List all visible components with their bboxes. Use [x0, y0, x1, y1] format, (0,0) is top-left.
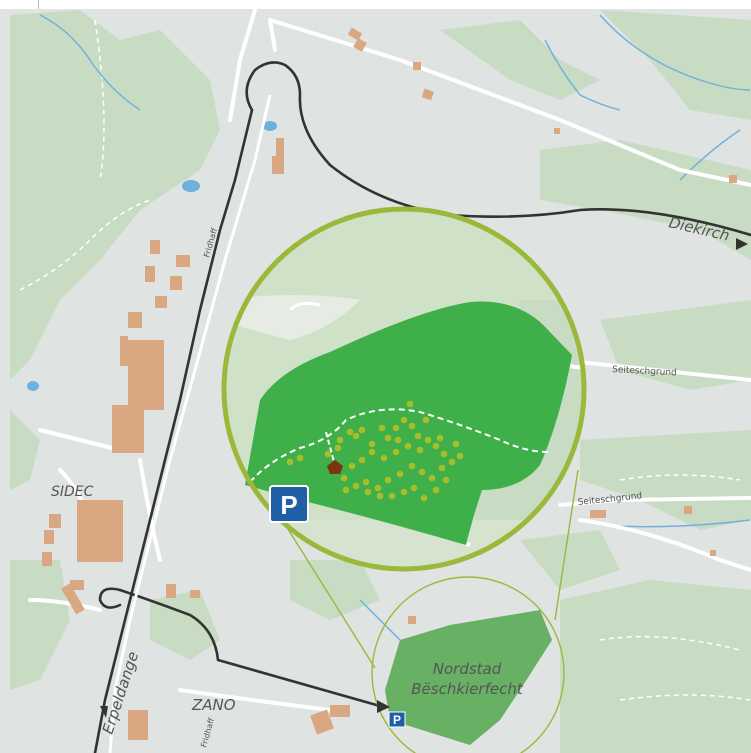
tree-dot: [400, 416, 408, 424]
tree-dot: [416, 446, 424, 454]
tree-dot: [396, 470, 404, 478]
tree-dot: [422, 416, 430, 424]
zoom-connectors: [275, 469, 579, 669]
side-road: [108, 94, 272, 753]
tree-dot: [362, 478, 370, 486]
cemetery-overview: [371, 576, 565, 753]
zoom-ring: [221, 206, 587, 572]
parking-sign-small[interactable]: P: [388, 711, 406, 728]
cemetery-path: [249, 408, 551, 483]
label-zano: ZANO: [191, 696, 236, 714]
arrow-icon: [100, 238, 748, 718]
tree-dot: [408, 422, 416, 430]
tree-dot: [442, 476, 450, 484]
tree-dot: [286, 458, 294, 466]
tree-dot: [384, 476, 392, 484]
tree-dot: [336, 436, 344, 444]
label-sidec: SIDEC: [51, 484, 94, 500]
label-seiteschgrund-upper: Seiteschgrund: [612, 365, 677, 378]
tree-dot: [324, 450, 332, 458]
buildings: [42, 27, 737, 740]
tree-dot: [392, 424, 400, 432]
top-bar: [0, 0, 751, 9]
memorial-icon: [327, 460, 343, 474]
tree-dot: [342, 486, 350, 494]
cemetery-spur: [325, 431, 335, 463]
tree-dot: [410, 484, 418, 492]
tree-dot: [418, 468, 426, 476]
tree-dot: [394, 436, 402, 444]
tree-dot: [420, 494, 428, 502]
overview-ring: [371, 576, 565, 753]
tree-dot: [358, 456, 366, 464]
tree-dots: [286, 400, 464, 502]
tree-dot: [368, 448, 376, 456]
tree-dot: [404, 442, 412, 450]
cemetery-area: [245, 301, 572, 545]
tree-dot: [358, 426, 366, 434]
forest-paths: [19, 19, 751, 701]
tree-dot: [374, 484, 382, 492]
parking-icon-small: P: [393, 713, 401, 727]
tree-dot: [380, 454, 388, 462]
parking-sign-large[interactable]: P: [269, 485, 309, 523]
tree-dot: [352, 482, 360, 490]
tree-dot: [392, 448, 400, 456]
tree-dot: [408, 462, 416, 470]
tree-dot: [378, 424, 386, 432]
tree-dot: [438, 464, 446, 472]
tree-dot: [346, 428, 354, 436]
tree-dot: [432, 486, 440, 494]
tree-dot: [296, 454, 304, 462]
parking-icon: P: [280, 490, 297, 520]
tree-dot: [364, 488, 372, 496]
tree-dot: [414, 432, 422, 440]
ponds: [27, 121, 277, 391]
tree-dot: [352, 432, 360, 440]
label-beschkierfecht: Bëschkierfecht: [411, 680, 524, 698]
tree-dot: [348, 462, 356, 470]
tree-dot: [456, 452, 464, 460]
tree-dot: [428, 474, 436, 482]
divider: [38, 0, 39, 9]
tree-dot: [400, 488, 408, 496]
main-roads: [93, 61, 751, 753]
tree-dot: [432, 442, 440, 450]
tree-dot: [388, 492, 396, 500]
tree-dot: [424, 436, 432, 444]
tree-dot: [440, 450, 448, 458]
tree-dot: [452, 440, 460, 448]
forest-areas: [10, 10, 751, 753]
tree-dot: [368, 440, 376, 448]
tree-dot: [406, 400, 414, 408]
streams: [39, 14, 751, 641]
tree-dot: [340, 474, 348, 482]
tree-dot: [384, 434, 392, 442]
tree-dot: [436, 434, 444, 442]
tree-dot: [448, 458, 456, 466]
tree-dot: [376, 492, 384, 500]
label-nordstad: Nordstad: [433, 660, 502, 678]
tree-dot: [334, 444, 342, 452]
